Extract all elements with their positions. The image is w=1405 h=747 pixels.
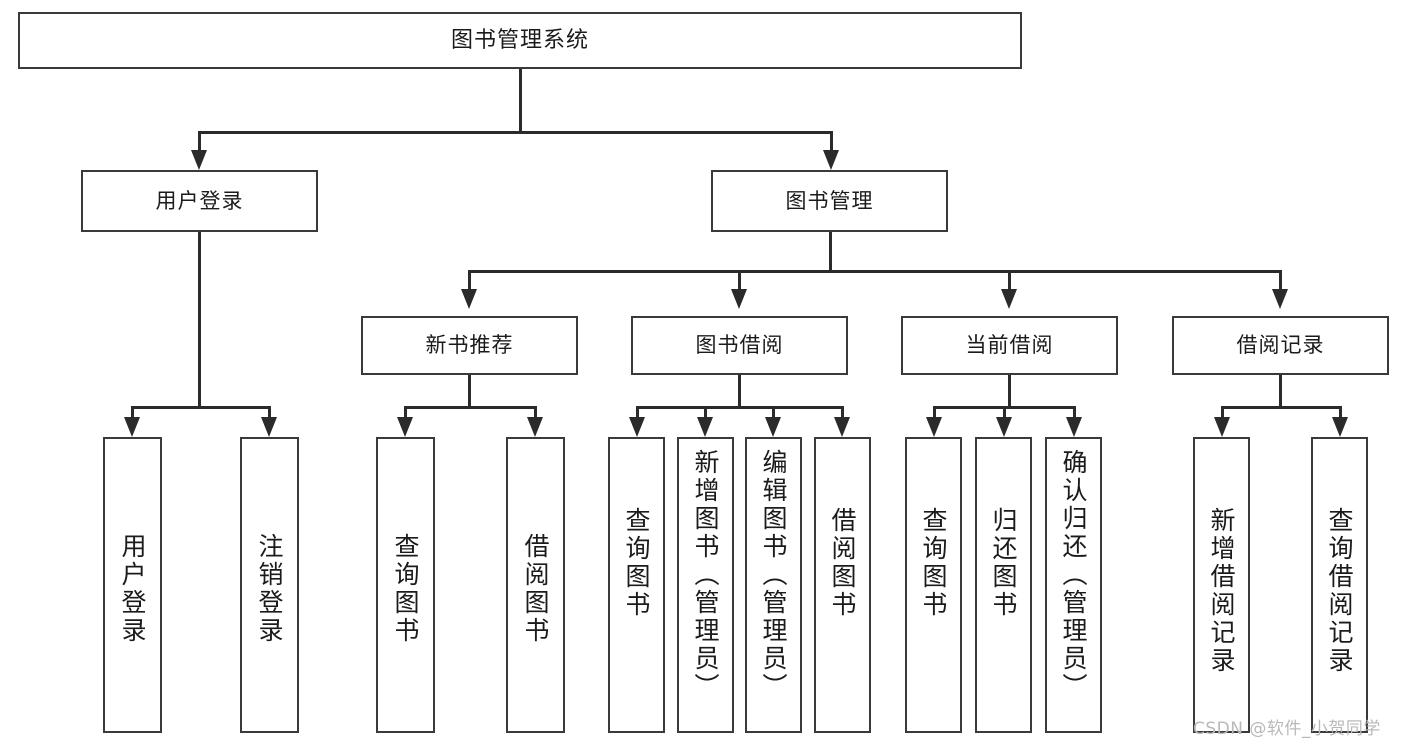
node-label: 借阅图书 <box>521 533 550 645</box>
connector-root-drop-right <box>830 131 833 151</box>
arrow-to-leaf-confirm-return <box>1066 417 1082 437</box>
arrow-to-leaf-borrow-book-2 <box>834 417 850 437</box>
connector-bookborrow-drop-2 <box>704 406 707 420</box>
connector-newbook-stem <box>468 375 471 407</box>
leaf-logout[interactable]: 注销登录 <box>240 437 299 733</box>
connector-bookmanage-stem <box>829 232 832 271</box>
node-label: 借阅记录 <box>1236 333 1325 358</box>
connector-newbook-drop-1 <box>404 406 407 420</box>
node-label: 图书管理 <box>785 188 874 213</box>
connector-root-bus <box>198 131 832 134</box>
node-new-book-recommend[interactable]: 新书推荐 <box>361 316 578 375</box>
connector-borrowrecord-stem <box>1279 375 1282 407</box>
connector-userlogin-drop-1 <box>131 406 134 420</box>
node-label: 新增借阅记录 <box>1207 507 1236 675</box>
connector-bookborrow-stem <box>738 375 741 407</box>
node-current-borrow[interactable]: 当前借阅 <box>901 316 1118 375</box>
arrow-to-leaf-return-book <box>996 417 1012 437</box>
leaf-confirm-return[interactable]: 确认归还（管理员） <box>1045 437 1102 733</box>
node-label: 查询图书 <box>622 507 651 619</box>
connector-newbook-drop-2 <box>534 406 537 420</box>
leaf-borrow-book[interactable]: 借阅图书 <box>814 437 871 733</box>
leaf-add-borrow-record[interactable]: 新增借阅记录 <box>1193 437 1250 733</box>
arrow-to-leaf-query-book-1 <box>397 417 413 437</box>
connector-level3-drop-2 <box>738 270 741 290</box>
leaf-query-book-recommend[interactable]: 查询图书 <box>376 437 435 733</box>
node-label: 确认归还（管理员） <box>1059 449 1088 701</box>
connector-userlogin-stem <box>198 232 201 407</box>
node-root-system[interactable]: 图书管理系统 <box>18 12 1022 69</box>
leaf-user-login[interactable]: 用户登录 <box>103 437 162 733</box>
leaf-return-book[interactable]: 归还图书 <box>975 437 1032 733</box>
connector-root-stem <box>519 69 522 132</box>
connector-bookborrow-drop-3 <box>772 406 775 420</box>
connector-userlogin-drop-2 <box>268 406 271 420</box>
leaf-query-borrow-record[interactable]: 查询借阅记录 <box>1311 437 1368 733</box>
arrow-to-book-manage <box>823 150 839 170</box>
node-label: 图书管理系统 <box>450 27 589 53</box>
arrow-to-leaf-query-record <box>1332 417 1348 437</box>
connector-bookborrow-bus <box>636 406 843 409</box>
arrow-to-leaf-add-book <box>697 417 713 437</box>
csdn-watermark: CSDN @软件_小贺同学 <box>1193 719 1381 739</box>
arrow-to-leaf-add-record <box>1214 417 1230 437</box>
arrow-to-user-login <box>191 150 207 170</box>
arrow-to-leaf-query-book-3 <box>926 417 942 437</box>
node-label: 查询借阅记录 <box>1325 507 1354 675</box>
node-label: 新增图书（管理员） <box>691 449 720 701</box>
node-user-login[interactable]: 用户登录 <box>81 170 318 232</box>
node-book-manage[interactable]: 图书管理 <box>711 170 948 232</box>
arrow-to-leaf-query-book-2 <box>629 417 645 437</box>
node-label: 图书借阅 <box>695 333 784 358</box>
connector-borrowrecord-drop-1 <box>1221 406 1224 420</box>
arrow-to-new-book <box>461 289 477 309</box>
connector-newbook-bus <box>404 406 536 409</box>
arrow-to-book-borrow <box>731 289 747 309</box>
node-borrow-record[interactable]: 借阅记录 <box>1172 316 1389 375</box>
connector-bookborrow-drop-4 <box>841 406 844 420</box>
connector-currentborrow-stem <box>1008 375 1011 407</box>
node-label: 新书推荐 <box>425 333 514 358</box>
arrow-to-borrow-record <box>1272 289 1288 309</box>
leaf-query-book-borrow[interactable]: 查询图书 <box>608 437 665 733</box>
connector-currentborrow-drop-2 <box>1003 406 1006 420</box>
node-label: 查询图书 <box>919 507 948 619</box>
node-label: 当前借阅 <box>965 333 1054 358</box>
connector-level3-drop-1 <box>468 270 471 290</box>
node-label: 借阅图书 <box>828 507 857 619</box>
connector-bookborrow-drop-1 <box>636 406 639 420</box>
node-label: 编辑图书（管理员） <box>759 449 788 701</box>
arrow-to-leaf-borrow-book-1 <box>527 417 543 437</box>
node-label: 用户登录 <box>118 533 147 645</box>
node-label: 注销登录 <box>255 533 284 645</box>
leaf-borrow-book-recommend[interactable]: 借阅图书 <box>506 437 565 733</box>
node-label: 用户登录 <box>155 188 244 213</box>
node-book-borrow[interactable]: 图书借阅 <box>631 316 848 375</box>
connector-borrowrecord-bus <box>1221 406 1341 409</box>
arrow-to-leaf-user-login <box>124 417 140 437</box>
connector-level3-drop-3 <box>1008 270 1011 290</box>
connector-root-drop-left <box>198 131 201 151</box>
connector-currentborrow-drop-1 <box>933 406 936 420</box>
arrow-to-current-borrow <box>1001 289 1017 309</box>
arrow-to-leaf-edit-book <box>765 417 781 437</box>
leaf-query-book-current[interactable]: 查询图书 <box>905 437 962 733</box>
node-label: 归还图书 <box>989 507 1018 619</box>
node-label: 查询图书 <box>391 533 420 645</box>
connector-currentborrow-drop-3 <box>1073 406 1076 420</box>
connector-level3-bus <box>468 270 1282 273</box>
leaf-edit-book[interactable]: 编辑图书（管理员） <box>745 437 802 733</box>
arrow-to-leaf-logout <box>261 417 277 437</box>
connector-level3-drop-4 <box>1279 270 1282 290</box>
connector-borrowrecord-drop-2 <box>1339 406 1342 420</box>
leaf-add-book[interactable]: 新增图书（管理员） <box>677 437 734 733</box>
connector-userlogin-bus <box>131 406 270 409</box>
